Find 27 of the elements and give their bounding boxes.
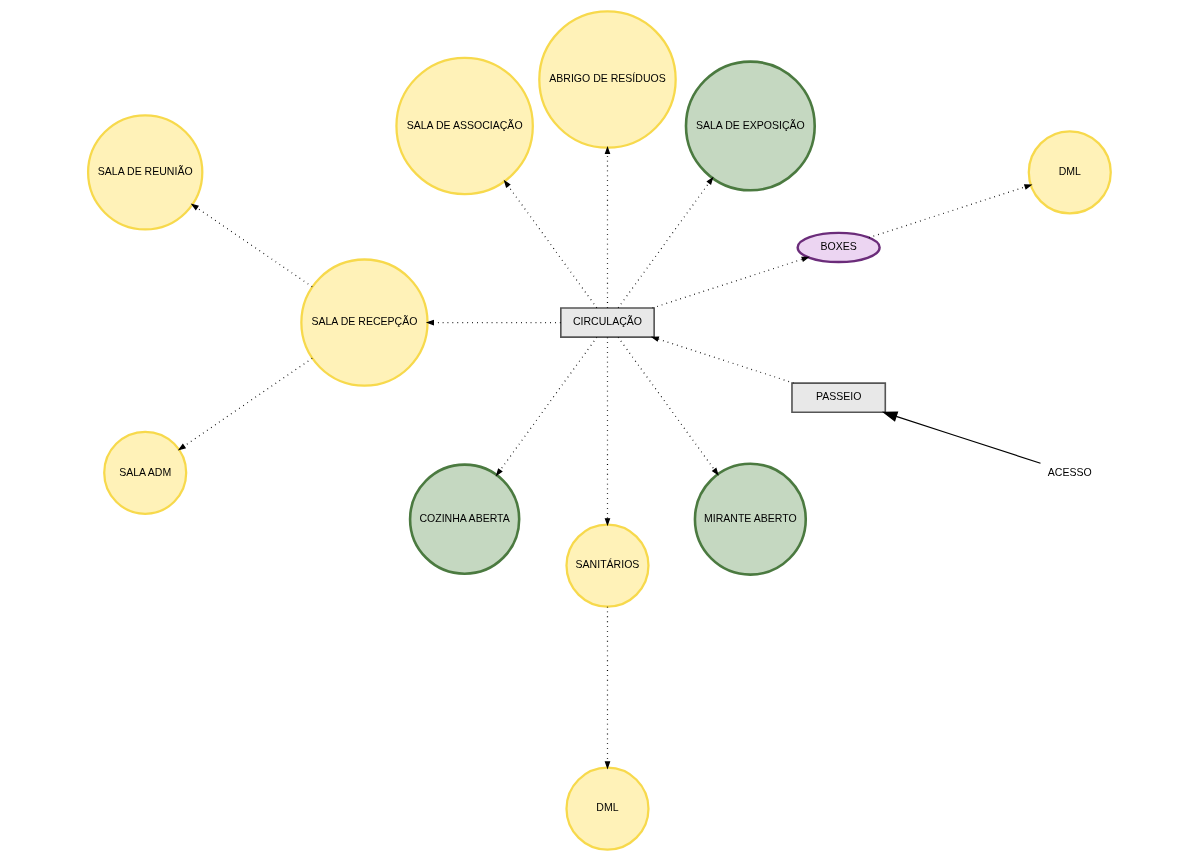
node-circle: DML bbox=[565, 766, 650, 851]
node-circle: ABRIGO DE RESÍDUOS bbox=[538, 10, 677, 149]
arrow bbox=[650, 336, 795, 384]
arrow bbox=[617, 336, 719, 476]
node-circle: COZINHA ABERTA bbox=[408, 463, 521, 576]
arrow bbox=[190, 203, 313, 288]
arrow bbox=[177, 357, 313, 451]
arrow bbox=[881, 411, 1042, 464]
arrow bbox=[604, 606, 611, 770]
node-circle: SALA DE ASSOCIAÇÃO bbox=[395, 56, 534, 196]
node-text: ACESSO bbox=[1047, 465, 1092, 478]
node-circle: SALA DE EXPOSIÇÃO bbox=[684, 60, 816, 192]
node-box: PASSEIO bbox=[791, 382, 887, 414]
arrow bbox=[604, 145, 611, 309]
node-circle: SALA DE REUNIÃO bbox=[86, 114, 204, 231]
node-circle: SANITÁRIOS bbox=[565, 523, 650, 608]
arrow bbox=[604, 336, 611, 527]
arrow bbox=[868, 184, 1033, 239]
arrow bbox=[503, 179, 598, 309]
arrow bbox=[617, 176, 714, 309]
node-box: CIRCULAÇÃO bbox=[560, 307, 655, 338]
node-circle: MIRANTE ABERTO bbox=[693, 462, 808, 576]
arrow bbox=[652, 256, 810, 309]
node-circle: DML bbox=[1027, 130, 1112, 215]
node-circle: SALA DE RECEPÇÃO bbox=[300, 258, 429, 387]
arrow bbox=[495, 336, 598, 477]
arrow bbox=[425, 319, 562, 326]
